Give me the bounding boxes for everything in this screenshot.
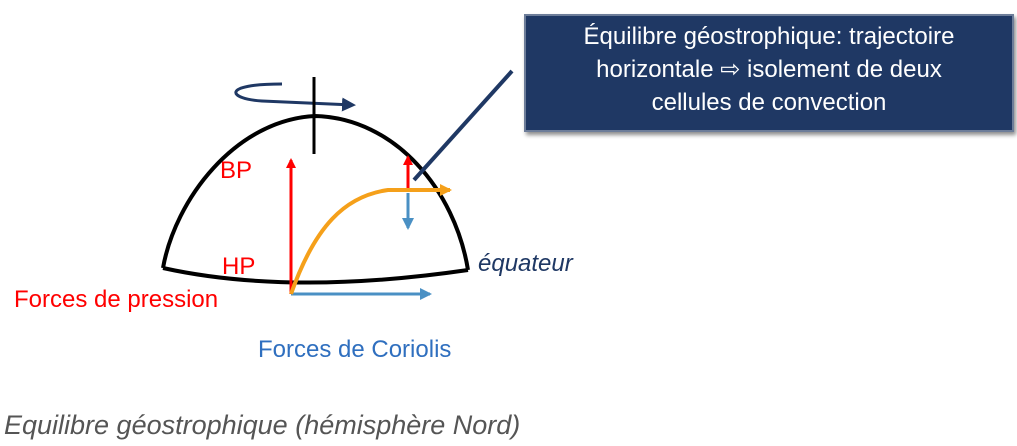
bp-label: BP xyxy=(220,157,252,185)
callout-box: Équilibre géostrophique: trajectoire hor… xyxy=(524,14,1014,132)
equator-line xyxy=(163,268,468,283)
callout-line-2: horizontale ⇨ isolement de deux xyxy=(526,53,1012,86)
callout-line-1: Équilibre géostrophique: trajectoire xyxy=(526,20,1012,53)
rotation-arrow xyxy=(236,84,353,105)
pressure-forces-label: Forces de pression xyxy=(14,286,218,314)
hp-label: HP xyxy=(222,253,255,281)
callout-pointer xyxy=(414,71,512,180)
equator-label: équateur xyxy=(478,250,573,278)
callout-line-3: cellules de convection xyxy=(526,86,1012,119)
figure-caption: Equilibre géostrophique (hémisphère Nord… xyxy=(4,410,520,441)
coriolis-forces-label: Forces de Coriolis xyxy=(258,336,451,364)
trajectory-arrow xyxy=(291,190,450,294)
